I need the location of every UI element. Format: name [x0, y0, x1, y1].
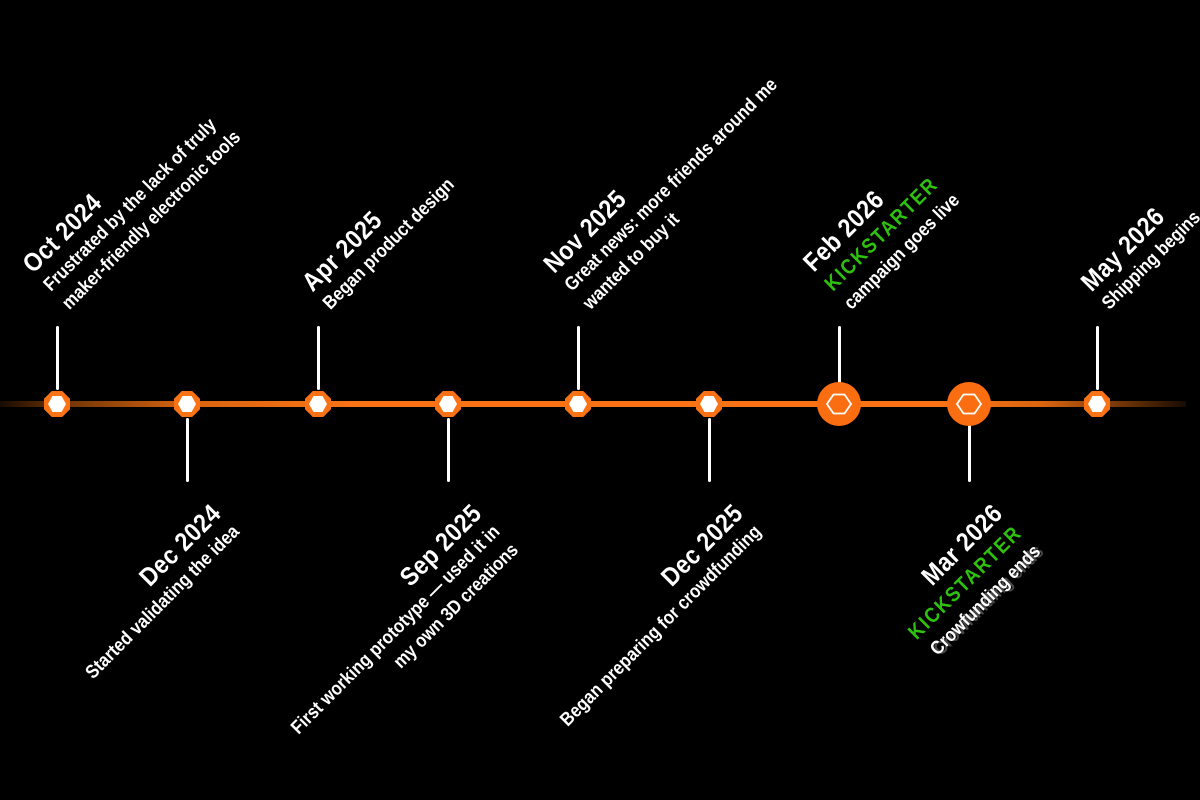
node-inner-hexagon-icon — [439, 396, 457, 412]
milestone-label: May 2026 Shipping begins — [1075, 184, 1200, 316]
milestone-label: Dec 2025 Began preparing for crowdfundin… — [533, 498, 768, 733]
hexagon-outline-icon — [956, 393, 982, 415]
milestone-label: Mar 2026 KICKSTARTER Crowfunding ends — [881, 498, 1047, 664]
milestone-node-marker — [435, 391, 461, 417]
milestone-desc: First working prototype — used it in — [287, 521, 505, 739]
leader-line — [316, 326, 320, 390]
node-inner-hexagon-icon — [700, 396, 718, 412]
hexagon-outline-icon — [826, 393, 852, 415]
milestone-label: Dec 2024 Started validating the idea — [58, 498, 245, 685]
node-inner-hexagon-icon — [48, 396, 66, 412]
leader-line — [967, 418, 971, 482]
leader-line — [1095, 326, 1099, 390]
milestone-label: Sep 2025 First working prototype — used … — [264, 498, 525, 759]
leader-line — [837, 326, 841, 390]
leader-line — [185, 418, 189, 482]
milestone-label: Feb 2026 KICKSTARTER campaign goes live — [797, 147, 966, 316]
milestone-node-marker — [174, 391, 200, 417]
milestone-desc: Began preparing for crowdfunding — [555, 521, 766, 731]
milestone-label: Oct 2024 Frustrated by the lack of truly… — [16, 85, 247, 316]
milestone-node-marker — [696, 391, 722, 417]
milestone-date: Dec 2025 — [654, 498, 749, 592]
leader-line — [707, 418, 711, 482]
kickstarter-node-marker — [817, 382, 861, 426]
node-inner-hexagon-icon — [309, 396, 327, 412]
leader-line — [446, 418, 450, 482]
milestone-node-marker — [1084, 391, 1110, 417]
milestone-desc: Great news: more friends around me — [560, 74, 782, 296]
node-inner-hexagon-icon — [178, 396, 196, 412]
milestone-node-marker — [305, 391, 331, 417]
leader-line — [576, 326, 580, 390]
milestone-node-marker — [565, 391, 591, 417]
milestone-label: Apr 2025 Began product design — [296, 151, 461, 316]
milestone-label: Nov 2025 Great news: more friends around… — [537, 51, 802, 316]
node-inner-hexagon-icon — [569, 396, 587, 412]
leader-line — [55, 326, 59, 390]
node-inner-hexagon-icon — [1088, 396, 1106, 412]
timeline-axis-line — [0, 401, 1186, 407]
kickstarter-node-marker — [947, 382, 991, 426]
milestone-desc: Frustrated by the lack of truly — [39, 114, 221, 296]
milestone-node-marker — [44, 391, 70, 417]
